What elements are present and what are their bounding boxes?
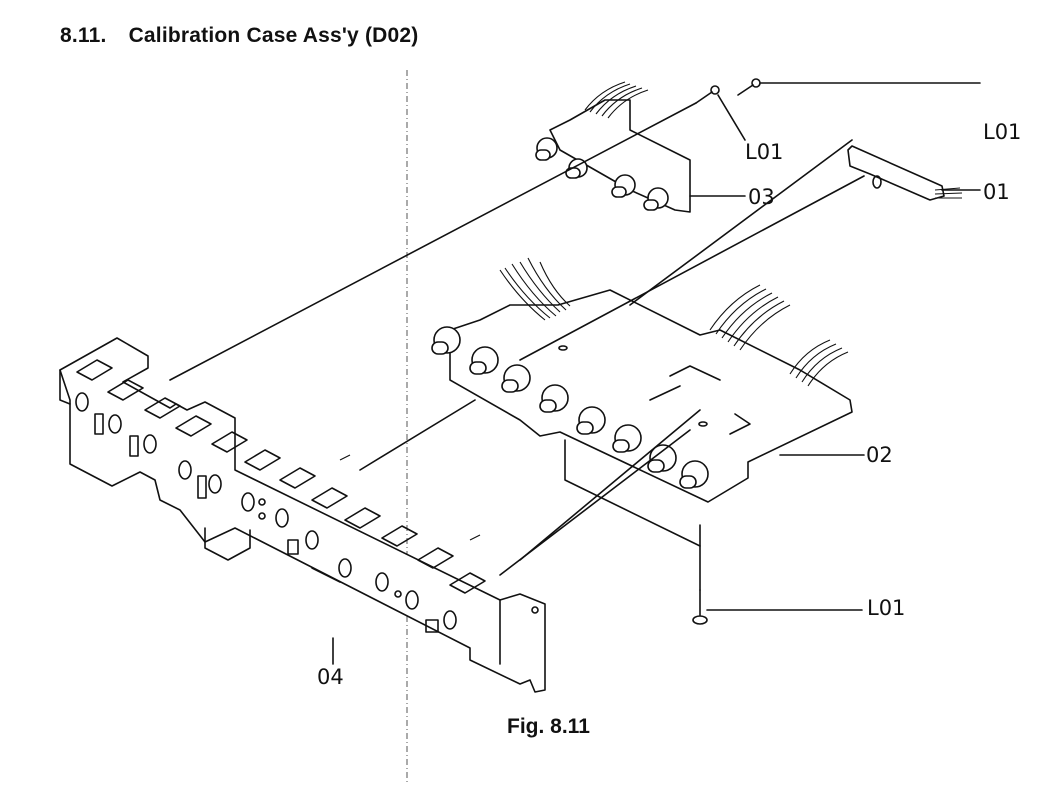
section-number: 8.11. [60,24,107,47]
screw-L01-bottom [692,589,708,625]
section-title: Calibration Case Ass'y (D02) [128,24,419,47]
callout-L01-right: L01 [983,120,1022,144]
section-heading: 8.11. Calibration Case Ass'y (D02) [60,24,418,48]
case-holes [75,392,539,633]
figure-caption: Fig. 8.11 [507,715,590,738]
callout-04: 04 [317,665,344,689]
potentiometers [431,326,709,489]
part-02-main-pcb [431,257,853,591]
leader-lines [332,82,981,665]
callout-L01-top: L01 [745,140,784,164]
part-01-bracket [847,145,963,201]
callout-03: 03 [748,185,775,209]
callout-01: 01 [983,180,1010,204]
screw-L01-right [737,78,761,96]
callout-02: 02 [866,443,893,467]
case-slots [76,359,486,594]
screw-L01-top [695,85,720,104]
wire-bundle [499,257,849,387]
callout-L01-bottom: L01 [867,596,906,620]
assembly-lines [169,102,865,576]
part-04-calibration-case [59,337,546,693]
